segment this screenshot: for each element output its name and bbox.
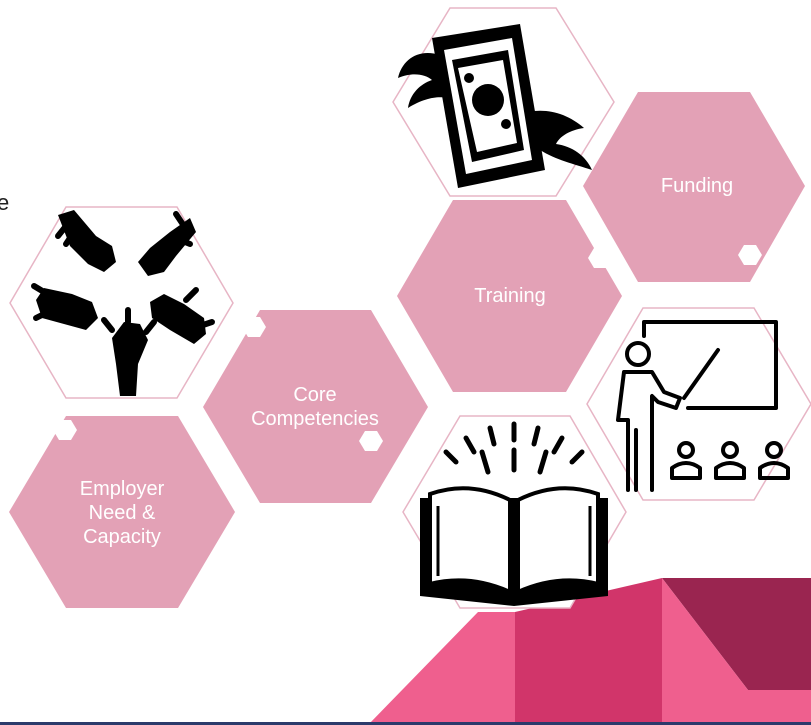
core-label-line1: Core [293, 384, 336, 406]
small-hex-marker [588, 248, 612, 268]
open-book-icon [420, 421, 608, 606]
bottom-border [0, 722, 811, 725]
hex-book [402, 415, 627, 609]
employer-label-line2: Need & [89, 502, 156, 524]
teacher-presentation-icon [616, 320, 790, 492]
flying-money-icon [398, 24, 592, 188]
hands-circle-icon [31, 210, 215, 396]
training-label: Training [474, 285, 546, 307]
hex-hands [9, 206, 234, 399]
employer-label-line1: Employer [80, 478, 165, 500]
small-hex-marker [53, 420, 77, 440]
funding-label: Funding [661, 175, 733, 197]
partial-text: e [0, 190, 9, 215]
hex-core-competencies[interactable]: Core Competencies [203, 310, 428, 503]
hex-teacher [586, 307, 811, 501]
corner-decoration [368, 578, 811, 725]
hex-employer[interactable]: Employer Need & Capacity [9, 416, 235, 608]
small-hex-marker [242, 317, 266, 337]
small-hex-marker [738, 245, 762, 265]
small-hex-marker [359, 431, 383, 451]
employer-label-line3: Capacity [83, 526, 161, 548]
hex-money [392, 7, 615, 197]
core-label-line2: Competencies [251, 408, 379, 430]
hex-funding[interactable]: Funding [583, 92, 805, 282]
hex-training[interactable]: Training [397, 200, 622, 392]
